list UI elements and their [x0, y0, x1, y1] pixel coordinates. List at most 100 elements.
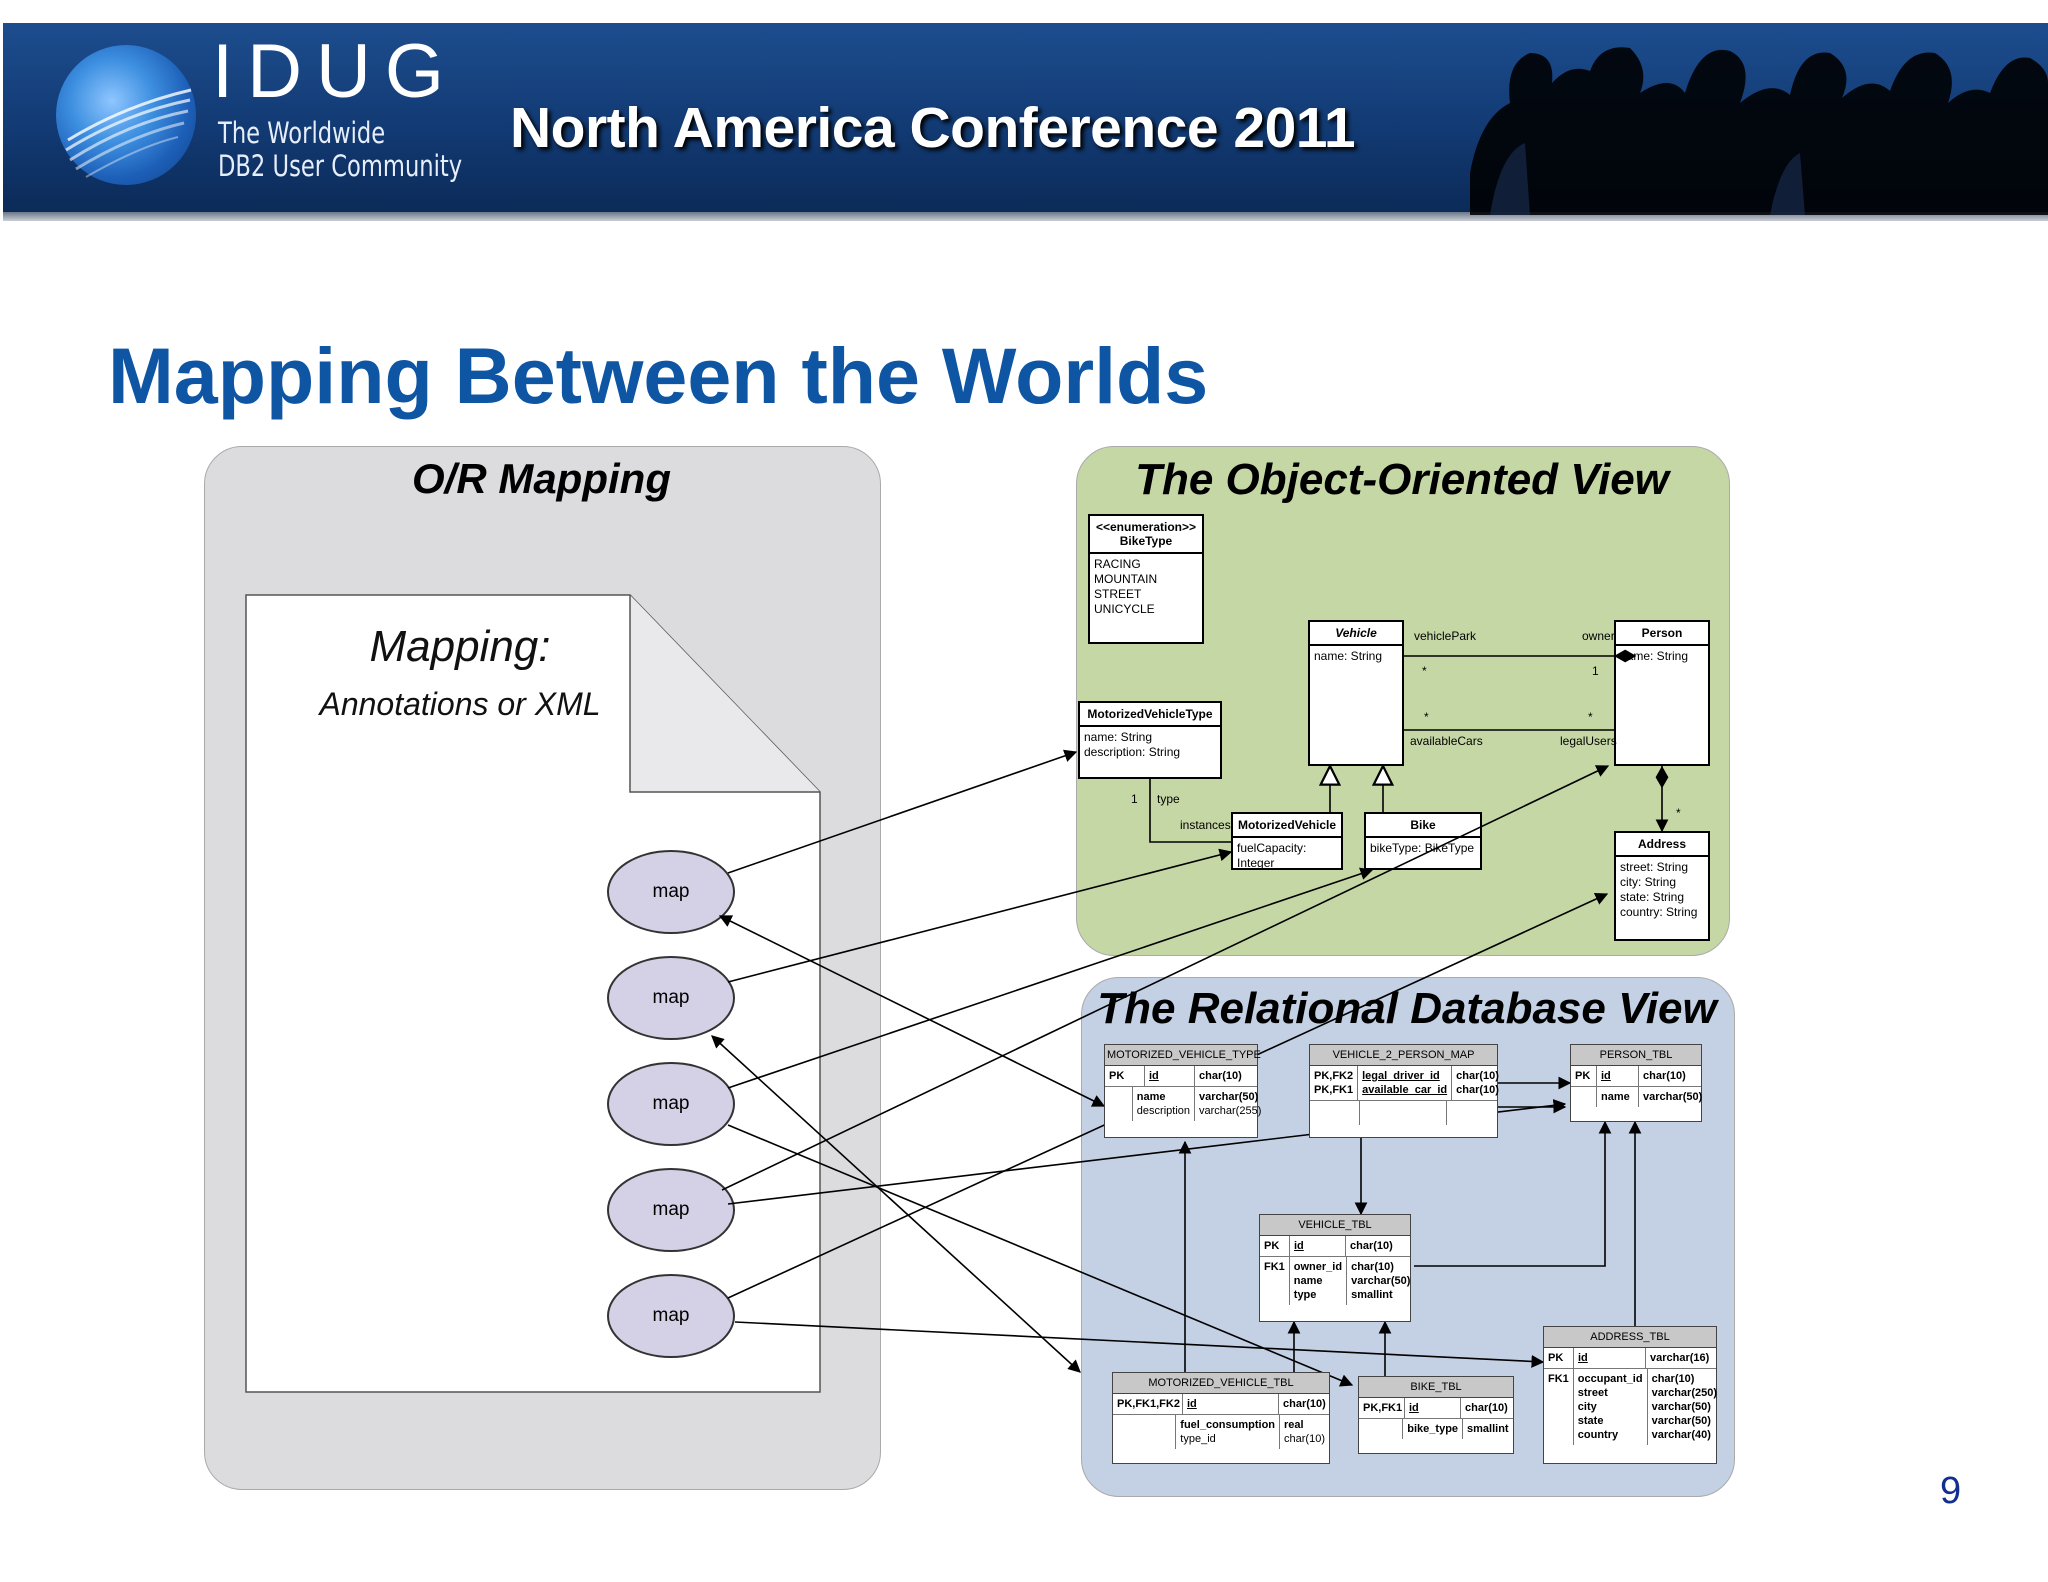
- table-name: MOTORIZED_VEHICLE_TYPE: [1105, 1045, 1261, 1066]
- column-cell: id: [1290, 1236, 1346, 1256]
- uml-vehicle: Vehicle name: String: [1308, 620, 1404, 766]
- column-cell: city: [1577, 1401, 1597, 1413]
- table-row: PK,FK1 id char(10): [1359, 1398, 1513, 1419]
- page-number: 9: [1940, 1470, 1962, 1512]
- globe-logo-icon: [56, 45, 196, 185]
- column-cell: [1360, 1101, 1447, 1125]
- map-node-2[interactable]: map: [607, 956, 735, 1040]
- enum-value: RACING: [1094, 557, 1141, 571]
- label-multiplicity: *: [1422, 664, 1427, 678]
- type-cell: char(10): [1456, 1084, 1499, 1096]
- key-cell: PK: [1105, 1066, 1145, 1086]
- map-node-1[interactable]: map: [607, 850, 735, 934]
- uml-attribute: name: String: [1314, 649, 1383, 663]
- uml-person-body: name: String: [1616, 646, 1708, 667]
- type-cell: varchar(50): [1351, 1275, 1411, 1287]
- key-cell: PK,FK2 PK,FK1: [1310, 1066, 1359, 1100]
- table-name: MOTORIZED_VEHICLE_TBL: [1113, 1373, 1329, 1394]
- key-cell: PK,FK1,FK2: [1113, 1394, 1183, 1414]
- table-name: BIKE_TBL: [1359, 1377, 1513, 1398]
- uml-attribute: description: String: [1084, 745, 1181, 759]
- type-cell: char(10): [1465, 1402, 1508, 1414]
- key-cell: [1113, 1415, 1177, 1449]
- label-multiplicity: *: [1588, 710, 1593, 724]
- uml-address-name: Address: [1616, 833, 1708, 857]
- enum-value: UNICYCLE: [1094, 602, 1155, 616]
- crowd-silhouette-icon: [1470, 47, 2048, 215]
- uml-address: Address street: String city: String stat…: [1614, 831, 1710, 941]
- key-cell: FK1: [1260, 1257, 1290, 1305]
- key-cell: PK: [1571, 1066, 1597, 1086]
- type-cell: smallint: [1351, 1289, 1393, 1301]
- uml-attribute: country: String: [1620, 905, 1698, 919]
- table-motorized-vehicle-type: MOTORIZED_VEHICLE_TYPE PK id char(10) na…: [1104, 1044, 1261, 1138]
- key-cell: PK: [1544, 1348, 1574, 1368]
- type-cell: char(10): [1643, 1070, 1686, 1082]
- uml-motorized-vehicle-type: MotorizedVehicleType name: String descri…: [1078, 701, 1222, 779]
- uml-biketype-name: BikeType: [1119, 534, 1173, 548]
- table-row: name varchar(50): [1571, 1087, 1703, 1107]
- object-oriented-title: The Object-Oriented View: [1135, 455, 1669, 504]
- label-owner: owner: [1582, 629, 1615, 643]
- type-cell: [1447, 1101, 1497, 1125]
- table-row: PK id varchar(16): [1544, 1348, 1716, 1369]
- uml-bike: Bike bikeType: BikeType: [1364, 812, 1482, 870]
- uml-mvtype-body: name: String description: String: [1080, 727, 1220, 763]
- key-cell: [1359, 1419, 1404, 1439]
- column-cell: legal_driver_id: [1362, 1070, 1440, 1082]
- uml-attribute: name: String: [1620, 649, 1689, 663]
- uml-person-name: Person: [1616, 622, 1708, 646]
- key-cell: [1105, 1087, 1133, 1121]
- table-name: ADDRESS_TBL: [1544, 1327, 1716, 1348]
- uml-person: Person name: String: [1614, 620, 1710, 766]
- uml-biketype-body: RACING MOUNTAIN STREET UNICYCLE: [1090, 554, 1202, 620]
- column-cell: id: [1183, 1394, 1279, 1414]
- table-row: PK id char(10): [1571, 1066, 1701, 1087]
- column-cell: street: [1577, 1387, 1608, 1399]
- type-cell: varchar(250): [1651, 1387, 1718, 1399]
- table-row: PK,FK1,FK2 id char(10): [1113, 1394, 1329, 1415]
- table-bike: BIKE_TBL PK,FK1 id char(10) bike_type sm…: [1358, 1376, 1514, 1454]
- label-multiplicity: *: [1424, 710, 1429, 724]
- key-cell: [1310, 1101, 1360, 1125]
- mapping-doc-subtitle: Annotations or XML: [319, 686, 601, 722]
- table-person: PERSON_TBL PK id char(10) name varchar(5…: [1570, 1044, 1702, 1122]
- type-cell: char(10): [1651, 1373, 1695, 1385]
- mapping-doc-title: Mapping:: [369, 622, 551, 671]
- relational-db-title: The Relational Database View: [1097, 984, 1717, 1033]
- column-cell: available_car_id: [1362, 1084, 1448, 1096]
- table-row: PK,FK2 PK,FK1 legal_driver_id available_c…: [1310, 1066, 1499, 1101]
- uml-attribute: bikeType: BikeType: [1370, 841, 1475, 855]
- uml-motorized-body: fuelCapacity: Integer: [1233, 838, 1341, 874]
- uml-biketype-header: <<enumeration>> BikeType: [1090, 516, 1202, 554]
- table-address: ADDRESS_TBL PK id varchar(16) FK1 occupa…: [1543, 1326, 1717, 1464]
- enum-value: MOUNTAIN: [1094, 572, 1158, 586]
- label-multiplicity: 1: [1131, 792, 1138, 806]
- type-cell: char(10): [1199, 1070, 1242, 1082]
- column-cell: id: [1405, 1398, 1461, 1418]
- label-type: type: [1157, 792, 1180, 806]
- key-cell: PK: [1260, 1236, 1290, 1256]
- type-cell: char(10): [1456, 1070, 1499, 1082]
- uml-attribute: name: String: [1084, 730, 1153, 744]
- key-cell: PK,FK1: [1359, 1398, 1405, 1418]
- table-row: bike_type smallint: [1359, 1419, 1513, 1439]
- uml-motorized-vehicle: MotorizedVehicle fuelCapacity: Integer: [1231, 812, 1343, 870]
- table-row: [1310, 1101, 1497, 1125]
- type-cell: char(10): [1350, 1240, 1393, 1252]
- type-cell: varchar(50): [1643, 1091, 1703, 1103]
- uml-motorized-name: MotorizedVehicle: [1233, 814, 1341, 838]
- column-cell: name: [1597, 1087, 1639, 1107]
- table-name: VEHICLE_2_PERSON_MAP: [1310, 1045, 1497, 1066]
- or-mapping-title: O/R Mapping: [412, 455, 671, 502]
- column-cell: fuel_consumption: [1180, 1419, 1276, 1431]
- table-vehicle-2-person-map: VEHICLE_2_PERSON_MAP PK,FK2 PK,FK1 legal…: [1309, 1044, 1499, 1138]
- table-motorized-vehicle: MOTORIZED_VEHICLE_TBL PK,FK1,FK2 id char…: [1112, 1372, 1330, 1464]
- type-cell: varchar(40): [1651, 1429, 1711, 1441]
- column-cell: type: [1293, 1289, 1317, 1301]
- key-cell: FK1: [1544, 1369, 1574, 1445]
- uml-vehicle-body: name: String: [1310, 646, 1402, 667]
